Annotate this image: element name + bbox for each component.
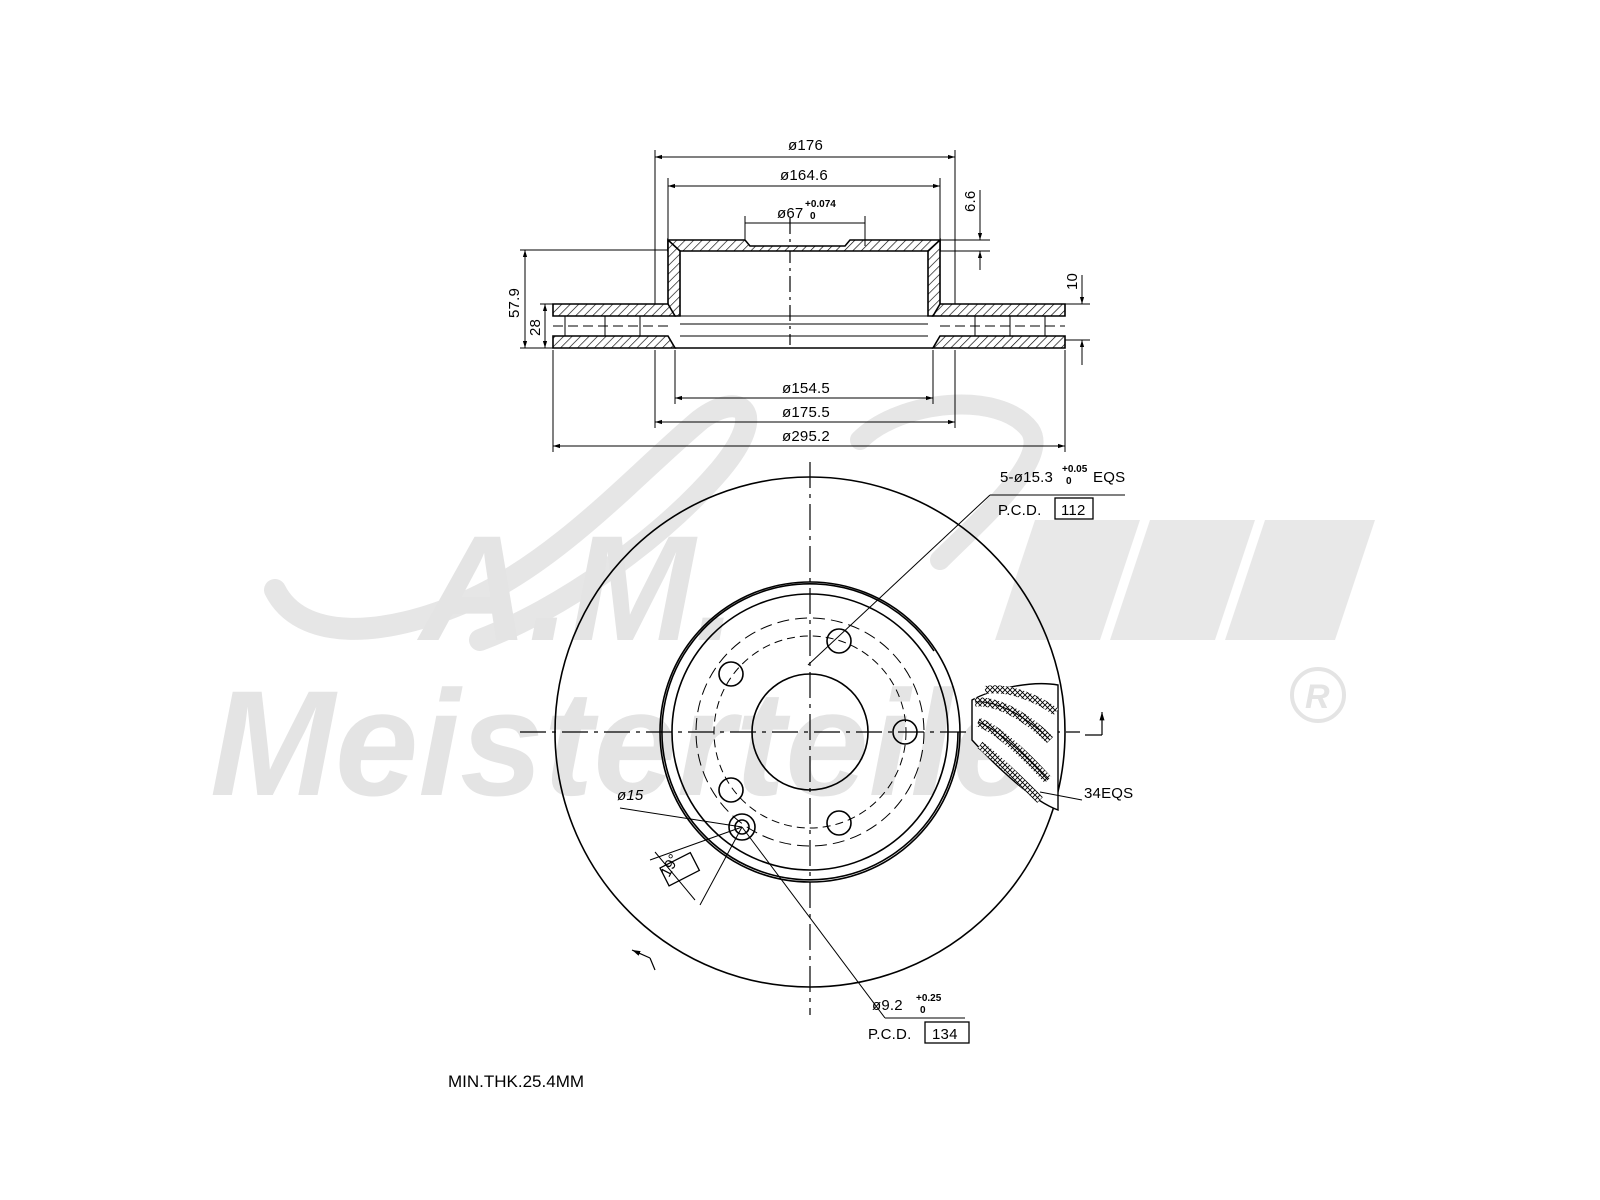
dim-height-6-6: 6.6	[962, 191, 979, 212]
stud-holes	[718, 628, 918, 836]
watermark: A.M. Meisterteile R	[210, 394, 1375, 827]
pcd-134-label: P.C.D.	[868, 1026, 911, 1043]
small-hole-tol-lower: 0	[920, 1005, 926, 1016]
vanes-label: 34EQS	[1084, 785, 1133, 802]
min-thickness-note: MIN.THK.25.4MM	[448, 1072, 584, 1091]
stud-hole	[826, 628, 852, 654]
watermark-brand-name: Meisterteile	[210, 659, 1035, 827]
disc-inner-edge	[661, 583, 959, 881]
dim-diameter-67-tol-upper: +0.074	[805, 199, 836, 210]
watermark-registered-circle	[1290, 667, 1346, 723]
pcd-134-value: 134	[932, 1026, 958, 1043]
stud-hole-label: 5-ø15.3	[1000, 469, 1053, 486]
pcd-112-value: 112	[1061, 502, 1086, 519]
stud-hole	[718, 777, 744, 803]
dim-height-28: 28	[527, 319, 544, 336]
pcd-112-label: P.C.D.	[998, 502, 1041, 519]
cooling-vane-detail	[971, 682, 1059, 811]
dim-diameter-175-5: ø175.5	[782, 404, 830, 421]
stud-hole	[892, 719, 918, 745]
front-leaders	[619, 494, 1125, 1019]
angle-box	[659, 851, 701, 887]
pcd-134-box	[924, 1021, 970, 1044]
watermark-swoosh	[264, 395, 758, 651]
dim-diameter-164-6: ø164.6	[780, 167, 828, 184]
dim-diameter-295-2: ø295.2	[782, 428, 830, 445]
friction-ring-bottom-right	[931, 335, 1066, 349]
locating-hole	[734, 819, 750, 835]
vane-gaps	[553, 316, 1065, 336]
hat-inner	[671, 593, 949, 871]
center-bore	[751, 673, 869, 791]
pcd-112-box	[1054, 497, 1094, 520]
dim-diameter-67-tol-lower: 0	[810, 211, 816, 222]
friction-ring-top-right	[931, 303, 1066, 317]
side-view: ø176 ø164.6 ø67 +0.074 0 ø154.5 ø175.5 ø…	[506, 137, 1090, 452]
friction-ring-top-left	[552, 303, 677, 317]
side-extension-lines	[520, 150, 1090, 452]
dim-height-57-9: 57.9	[506, 288, 523, 318]
locating-hole-counterbore	[728, 813, 756, 841]
hat-wall-left	[667, 238, 681, 317]
counterbore-label: ø15	[617, 787, 644, 804]
hat-outer	[659, 581, 961, 883]
hat-wall-right	[927, 238, 941, 317]
pcd-134-circle	[695, 617, 925, 847]
stud-hole-suffix: EQS	[1093, 469, 1125, 486]
dim-height-10: 10	[1064, 273, 1081, 290]
disc-outer-edge	[554, 476, 1066, 988]
pcd-112-circle	[713, 635, 907, 829]
dim-diameter-67: ø67	[777, 205, 803, 222]
dim-diameter-176: ø176	[788, 137, 823, 154]
friction-ring-bottom-left	[552, 335, 677, 349]
dim-diameter-154-5: ø154.5	[782, 380, 830, 397]
small-hole-tol-upper: +0.25	[916, 993, 942, 1004]
stud-hole-tol-lower: 0	[1066, 476, 1072, 487]
watermark-stripes	[995, 520, 1375, 640]
stud-hole	[826, 810, 852, 836]
hat-top-section	[667, 239, 941, 252]
small-hole-label: ø9.2	[872, 997, 903, 1014]
side-dimension-lines	[522, 154, 1085, 449]
watermark-swoosh-2	[850, 394, 1044, 570]
stud-hole-tol-upper: +0.05	[1062, 464, 1088, 475]
watermark-registered-mark: R	[1305, 678, 1330, 716]
watermark-initials: A.M.	[416, 504, 737, 672]
stud-hole	[718, 661, 744, 687]
